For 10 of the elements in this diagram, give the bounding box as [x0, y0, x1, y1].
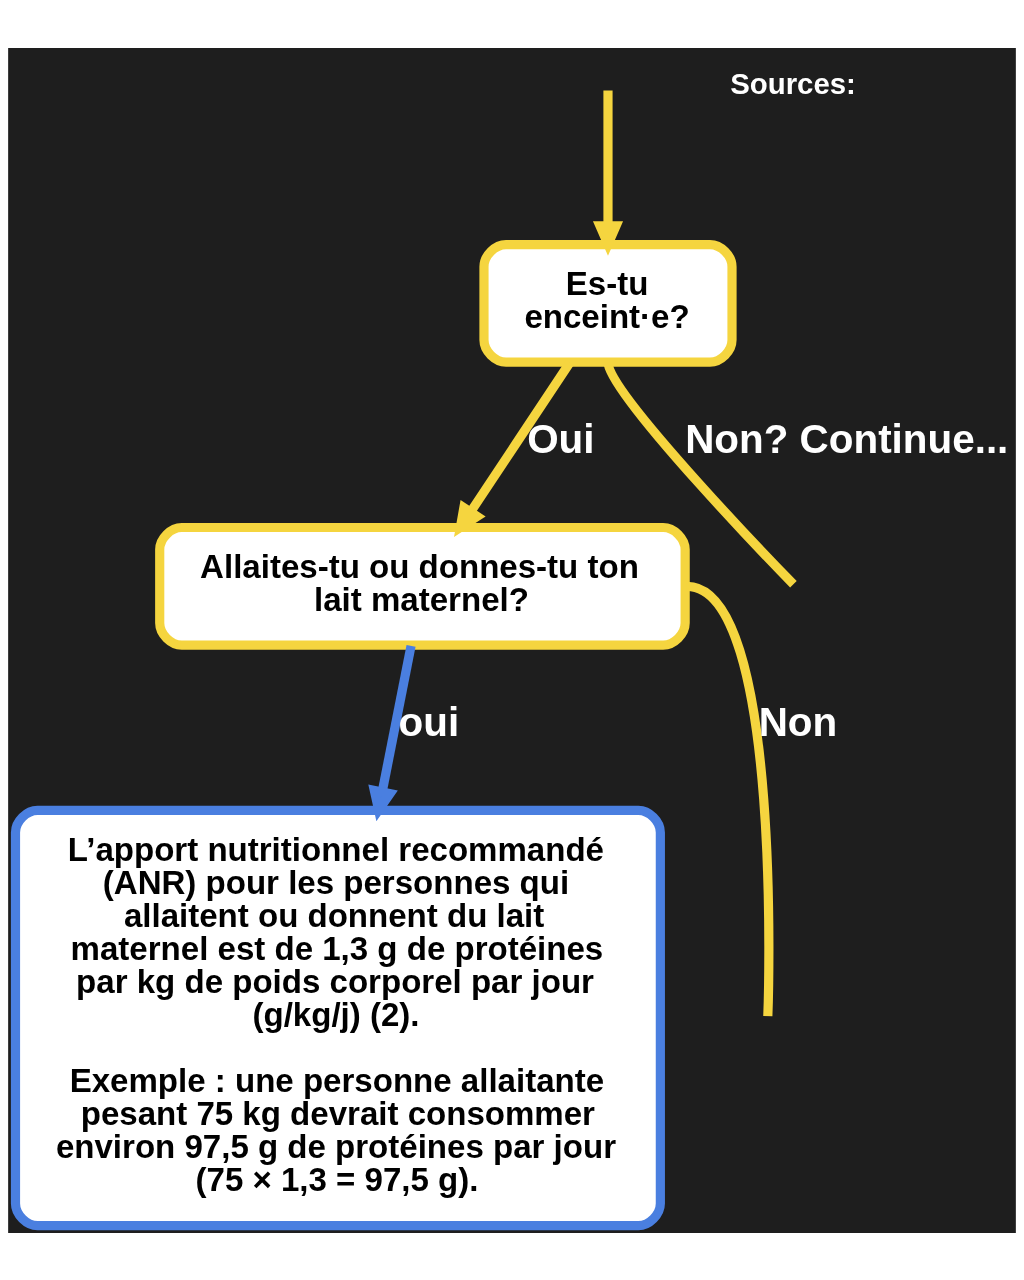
edge-label: oui [398, 698, 460, 745]
edge-label: Non [758, 698, 838, 745]
arrow [592, 89, 624, 256]
edge-label: Non? Continue... [685, 415, 1009, 462]
arrow [368, 644, 416, 821]
label: Sources: [730, 66, 856, 100]
node-box: Allaites-tu ou donnes-tu ton lait maternel? [155, 522, 690, 650]
node-box: Es-tu enceint·e? [479, 239, 737, 367]
node-box: L’apport nutritionnel recommandé (ANR) pour les personnes qui allaitent ou donnent du lait maternel est de 1,3 g de protéines par kg de poids corporel par jour (g/kg/j) (2). Exemple : une personne allaitante pesant 75 kg devrait consommer environ 97,5 g de protéines par jour (75 × 1,3 = 97,5 g). [10, 805, 665, 1230]
edge-label: Oui [527, 415, 595, 462]
